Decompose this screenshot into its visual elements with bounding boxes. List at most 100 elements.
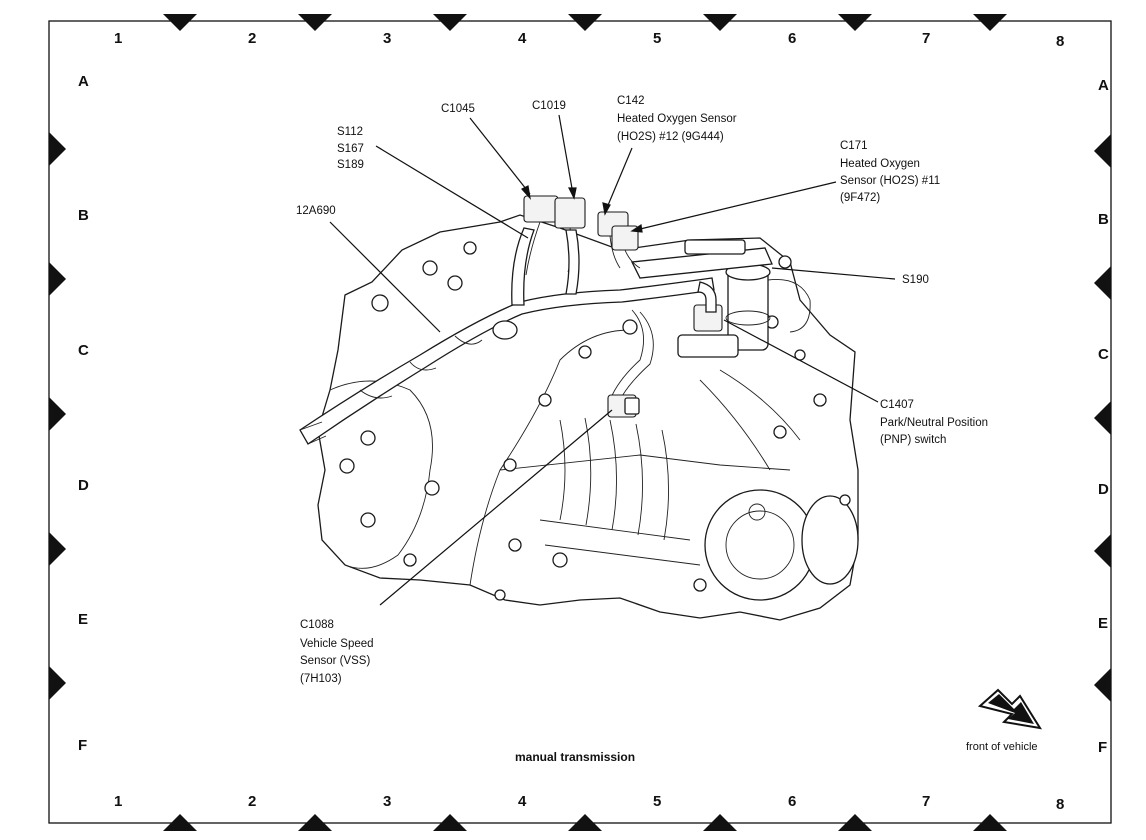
- c1019-connector: [554, 197, 586, 229]
- frame-tick-markers: [49, 14, 1111, 831]
- col-label: 4: [518, 793, 527, 810]
- col-label: 6: [788, 793, 796, 810]
- col-label: 6: [788, 30, 796, 47]
- label-s167: S167: [337, 143, 364, 155]
- case-seam-2: [499, 454, 791, 471]
- tick-marker: [49, 397, 66, 431]
- tick-marker: [1094, 266, 1111, 300]
- harness-wrap: [359, 335, 483, 399]
- tick-marker: [703, 14, 737, 31]
- shift-tower-collar: [725, 310, 771, 326]
- row-label: D: [78, 477, 89, 494]
- col-label: 2: [248, 793, 256, 810]
- row-label: A: [1098, 77, 1109, 94]
- label-c171-line1: C171: [840, 140, 868, 152]
- col-label: 7: [922, 30, 930, 47]
- tick-marker: [49, 262, 66, 296]
- housing-bolts: [339, 241, 851, 601]
- tick-marker: [298, 814, 332, 831]
- tick-marker: [568, 14, 602, 31]
- col-label: 8: [1056, 796, 1064, 813]
- tick-marker: [433, 814, 467, 831]
- tick-marker: [838, 814, 872, 831]
- output-flange: [704, 489, 816, 601]
- row-label: E: [78, 611, 88, 628]
- col-label: 5: [653, 30, 661, 47]
- row-label: F: [78, 737, 87, 754]
- tick-marker: [973, 814, 1007, 831]
- label-s189: S189: [337, 159, 364, 171]
- front-of-vehicle-label: front of vehicle: [966, 741, 1038, 753]
- label-c142-line2: Heated Oxygen Sensor: [617, 113, 737, 125]
- tick-marker: [703, 814, 737, 831]
- label-12a690: 12A690: [296, 205, 336, 217]
- label-c142-line3: (HO2S) #12 (9G444): [617, 131, 724, 143]
- harness-branch-up: [511, 227, 535, 306]
- harness-12a690: [299, 277, 715, 445]
- tick-marker: [838, 14, 872, 31]
- tick-marker: [163, 14, 197, 31]
- grid-rows-left: A B C D E F: [78, 73, 89, 754]
- label-c1088-line2: Vehicle Speed: [300, 638, 374, 650]
- label-c171-line3: Sensor (HO2S) #11: [840, 175, 940, 187]
- harness-branch-up-2: [565, 229, 580, 295]
- label-c1407-line3: (PNP) switch: [880, 434, 946, 446]
- label-c1019: C1019: [532, 100, 566, 112]
- row-label: E: [1098, 615, 1108, 632]
- row-label: B: [1098, 211, 1109, 228]
- col-label: 1: [114, 793, 122, 810]
- row-label: B: [78, 207, 89, 224]
- shift-cable-right: [767, 278, 811, 333]
- row-label: C: [78, 342, 89, 359]
- col-label: 1: [114, 30, 122, 47]
- row-label: D: [1098, 481, 1109, 498]
- tick-marker: [49, 532, 66, 566]
- label-c171-line4: (9F472): [840, 192, 880, 204]
- tick-marker: [49, 666, 66, 700]
- vss-wire-2: [619, 311, 654, 401]
- col-label: 3: [383, 793, 391, 810]
- grid-rows-right: A B C D E F: [1098, 77, 1109, 756]
- col-label: 8: [1056, 33, 1064, 50]
- label-s112: S112: [337, 126, 363, 138]
- tick-marker: [1094, 534, 1111, 568]
- shift-bracket: [684, 239, 746, 255]
- breather-fitting: [492, 320, 518, 340]
- label-c1088-line3: Sensor (VSS): [300, 655, 370, 667]
- label-s190: S190: [902, 274, 929, 286]
- col-label: 2: [248, 30, 256, 47]
- case-ribs: [539, 369, 801, 566]
- tick-marker: [433, 14, 467, 31]
- c1045-connector: [523, 195, 559, 223]
- output-center: [748, 503, 766, 521]
- tick-marker: [973, 14, 1007, 31]
- row-label: A: [78, 73, 89, 90]
- tick-marker: [1094, 401, 1111, 435]
- label-c1045: C1045: [441, 103, 475, 115]
- harness-exit: [299, 421, 327, 445]
- label-c1407-line2: Park/Neutral Position: [880, 417, 988, 429]
- output-flange-inner: [725, 510, 795, 580]
- harness-to-pnp: [697, 281, 717, 313]
- shift-knob: [778, 255, 792, 269]
- row-label: F: [1098, 739, 1107, 756]
- grid-columns-top: 1 2 3 4 5 6 7 8: [114, 30, 1064, 50]
- pnp-mount: [677, 334, 739, 358]
- tick-marker: [298, 14, 332, 31]
- col-label: 3: [383, 30, 391, 47]
- transmission-illustration: [299, 195, 859, 621]
- tick-marker: [1094, 134, 1111, 168]
- grid-columns-bottom: 1 2 3 4 5 6 7 8: [114, 793, 1064, 813]
- label-c1088-line1: C1088: [300, 619, 334, 631]
- diagram-caption: manual transmission: [515, 750, 635, 764]
- tick-marker: [49, 132, 66, 166]
- col-label: 4: [518, 30, 527, 47]
- tick-marker: [1094, 668, 1111, 702]
- col-label: 7: [922, 793, 930, 810]
- leader-lines: [329, 114, 896, 606]
- tick-marker: [568, 814, 602, 831]
- label-c142-line1: C142: [617, 95, 645, 107]
- col-label: 5: [653, 793, 661, 810]
- callout-labels: C1045 C1019 C142 Heated Oxygen Sensor (H…: [296, 95, 988, 685]
